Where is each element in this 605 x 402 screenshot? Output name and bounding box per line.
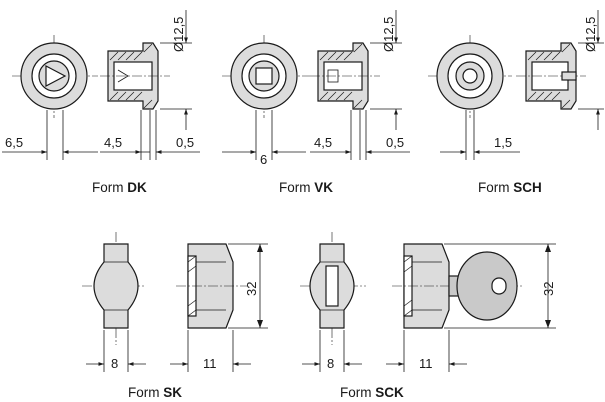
sch-diameter-label: Ø12,5 [583, 17, 598, 52]
form-sck-drawing: 32 8 11 Form SCK [300, 232, 556, 400]
sk-height-label: 32 [244, 282, 259, 296]
dk-dim-2: 4,5 [104, 135, 122, 150]
dk-side-section [100, 42, 170, 110]
vk-dim-1: 6 [260, 152, 267, 167]
dk-dim-1: 6,5 [5, 135, 23, 150]
sch-pin-hole [462, 68, 478, 84]
key-hole [491, 277, 507, 295]
vk-diameter-label: Ø12,5 [381, 17, 396, 52]
vk-side-section [310, 42, 380, 110]
vk-dim-3: 0,5 [386, 135, 404, 150]
sch-dim-1: 1,5 [494, 135, 512, 150]
key-head [456, 251, 518, 321]
form-vk-drawing: Ø12,5 6 4,5 0,5 Form VK [222, 10, 410, 195]
sck-key [448, 251, 518, 321]
dk-caption: Form DK [92, 180, 147, 195]
sck-width-2: 11 [419, 356, 433, 371]
sck-caption: Form SCK [340, 385, 404, 400]
vk-caption: Form VK [279, 180, 333, 195]
form-sk-drawing: 32 8 11 Form SK [82, 232, 268, 400]
sck-width-1: 8 [327, 356, 334, 371]
dk-dim-3: 0,5 [176, 135, 194, 150]
sck-height-label: 32 [541, 282, 556, 296]
sk-wing-knob-front [93, 243, 139, 329]
dk-diameter-label: Ø12,5 [171, 17, 186, 52]
sk-side-view [176, 243, 248, 329]
sk-width-1: 8 [111, 356, 118, 371]
sch-caption: Form SCH [478, 180, 542, 195]
dk-triangle-profile [45, 65, 67, 87]
form-sch-drawing: Ø12,5 1,5 Form SCH [428, 10, 604, 195]
vk-square-profile [255, 67, 273, 85]
sk-caption: Form SK [128, 385, 182, 400]
form-dk-drawing: Ø12,5 6,5 4,5 0,5 Form DK [2, 10, 200, 195]
vk-dim-2: 4,5 [314, 135, 332, 150]
sch-side-section [516, 42, 586, 110]
sk-width-2: 11 [203, 356, 217, 371]
